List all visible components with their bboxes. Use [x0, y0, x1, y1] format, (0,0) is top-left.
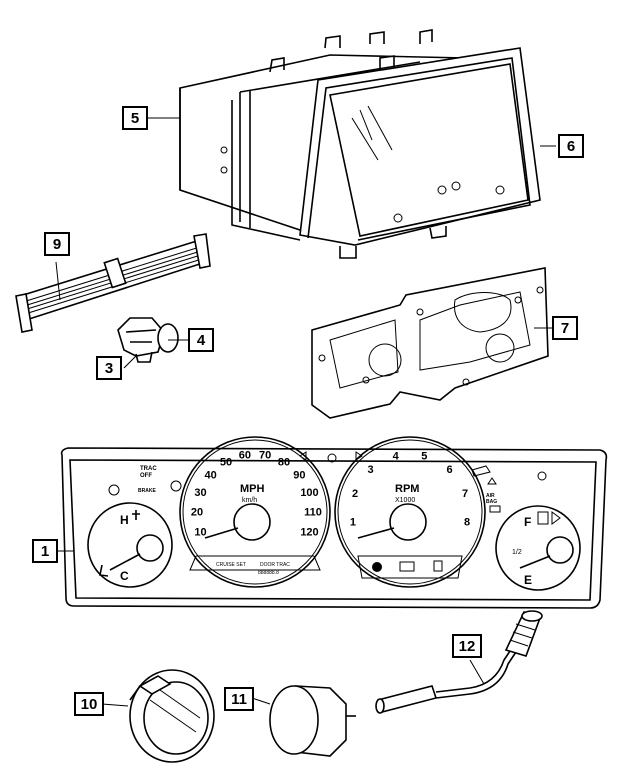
part-12-sensor-lead [375, 610, 543, 714]
callout-10: 10 [74, 692, 104, 716]
speedo-tick-20: 20 [191, 507, 203, 519]
tacho-tick-8: 8 [464, 517, 470, 529]
callout-12: 12 [452, 634, 482, 658]
callout-11: 11 [224, 687, 254, 711]
tacho-tick-4: 4 [393, 451, 400, 463]
callout-4: 4 [188, 328, 214, 352]
leader-lines [55, 117, 556, 707]
tacho-tick-7: 7 [462, 488, 468, 500]
callout-7: 7 [552, 316, 578, 340]
tacho-tick-3: 3 [367, 464, 373, 476]
speedometer: MPH km/h CRUISE SET DOOR TRAC 888888.8 1… [179, 436, 331, 588]
brake-label: BRAKE [138, 488, 156, 494]
tacho-unit2: X1000 [395, 497, 415, 504]
temp-c-label: C [120, 569, 129, 583]
right-turn-icon [355, 451, 363, 461]
temp-gauge: H C [87, 502, 173, 588]
speedo-tick-100: 100 [300, 487, 318, 499]
part-9-ribbon-cable [15, 233, 211, 333]
airbag-label: AIR BAG [486, 493, 497, 505]
battery-icon [489, 505, 501, 513]
left-turn-icon [299, 451, 307, 461]
fuel-gauge: F E 1/2 [495, 505, 581, 591]
speedo-tick-30: 30 [194, 487, 206, 499]
seatbelt-icon [487, 477, 497, 485]
part-10-bezel-ring [129, 669, 215, 763]
fuel-e-label: E [524, 573, 532, 587]
trac-off-label: TRAC OFF [140, 466, 158, 479]
callout-9: 9 [44, 232, 70, 256]
tacho-unit: RPM [395, 483, 419, 495]
speedo-tick-120: 120 [300, 527, 318, 539]
indicator-lamp-icon [537, 471, 547, 481]
part-1-instrument-cluster: H C MPH km/h CRUISE SET DOOR TRAC 888888… [60, 436, 608, 609]
callout-6: 6 [558, 134, 584, 158]
speedo-unit2: km/h [242, 497, 257, 504]
speedo-tick-70: 70 [259, 450, 271, 462]
oil-pressure-icon [471, 465, 491, 477]
speedo-tick-110: 110 [304, 507, 322, 519]
callout-3: 3 [96, 356, 122, 380]
speedo-unit: MPH [240, 483, 265, 495]
tacho-tick-5: 5 [421, 451, 427, 463]
callout-5: 5 [122, 106, 148, 130]
part-6-cluster-lens [299, 47, 541, 259]
fuel-half-label: 1/2 [512, 549, 522, 556]
speedo-tick-10: 10 [194, 527, 206, 539]
speedo-tick-60: 60 [239, 450, 251, 462]
security-icon [170, 480, 182, 492]
tacho-tick-2: 2 [352, 488, 358, 500]
speedo-tick-40: 40 [204, 469, 216, 481]
cruise-set-label: CRUISE SET [216, 562, 246, 568]
speedo-tick-50: 50 [220, 456, 232, 468]
callout-1: 1 [32, 539, 58, 563]
odometer: 888888.8 [258, 570, 279, 576]
tacho-tick-6: 6 [446, 464, 452, 476]
fog-lamp-icon [327, 453, 337, 463]
part-3-4-bulb-socket [117, 317, 179, 363]
speedo-tick-80: 80 [278, 456, 290, 468]
headlamp-icon [108, 484, 120, 496]
part-11-knob [269, 685, 356, 757]
fuel-f-label: F [524, 515, 531, 529]
temp-h-label: H [120, 513, 129, 527]
tacho-tick-1: 1 [350, 517, 356, 529]
speedo-tick-90: 90 [293, 469, 305, 481]
part-7-gasket [311, 267, 549, 419]
door-trac-label: DOOR TRAC [260, 562, 290, 568]
